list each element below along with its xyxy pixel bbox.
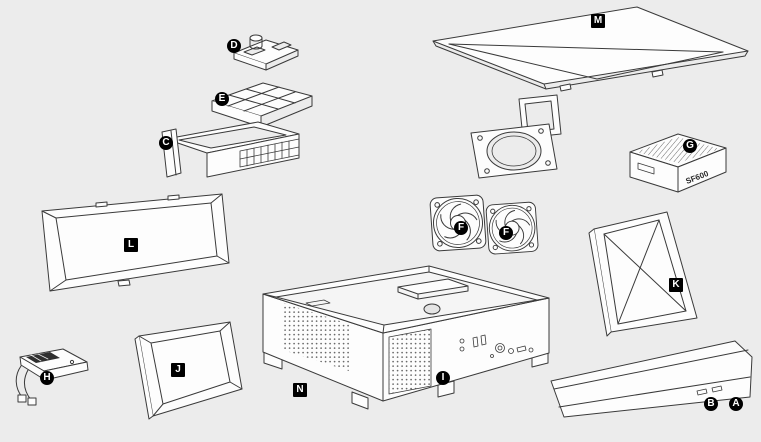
part-label-b: B — [704, 397, 718, 411]
part-fan-2 — [485, 201, 539, 255]
part-label-m: M — [591, 14, 605, 28]
part-label-a: A — [729, 397, 743, 411]
chassis-cable-grommet — [423, 303, 441, 315]
part-accessory-tray — [211, 82, 313, 128]
part-label-n: N — [293, 383, 307, 397]
power-button-icon — [495, 343, 505, 353]
part-label-k: K — [669, 278, 683, 292]
part-small-bracket — [233, 34, 299, 71]
part-chassis — [262, 265, 550, 410]
part-label-h: H — [40, 371, 54, 385]
part-label-e: E — [215, 92, 229, 106]
cable-connector — [17, 394, 27, 403]
cable-connector — [27, 397, 37, 406]
chassis-left-vent-perforation — [283, 303, 349, 371]
chassis-front-vent-perforation — [388, 328, 432, 395]
part-label-c: C — [159, 136, 173, 150]
part-accessory-board — [15, 348, 89, 406]
psu-fan-grille — [636, 137, 720, 163]
part-fan-mount-bracket — [470, 94, 562, 179]
fan-illustration — [485, 201, 539, 255]
part-label-f1: F — [454, 221, 468, 235]
chassis-io-controls — [459, 334, 534, 358]
part-top-panel — [432, 6, 749, 92]
part-label-i: I — [436, 371, 450, 385]
part-power-supply: SF600 — [629, 133, 727, 193]
vent-grille — [239, 138, 300, 168]
part-label-f2: F — [499, 226, 513, 240]
part-left-side-panel — [134, 321, 243, 420]
part-right-side-panel — [588, 211, 698, 337]
part-label-d: D — [227, 39, 241, 53]
chassis-foot — [351, 391, 369, 410]
part-label-g: G — [683, 139, 697, 153]
pin-header — [26, 352, 60, 363]
part-label-l: L — [124, 238, 138, 252]
part-bottom-cover — [550, 340, 753, 418]
part-label-j: J — [171, 363, 185, 377]
